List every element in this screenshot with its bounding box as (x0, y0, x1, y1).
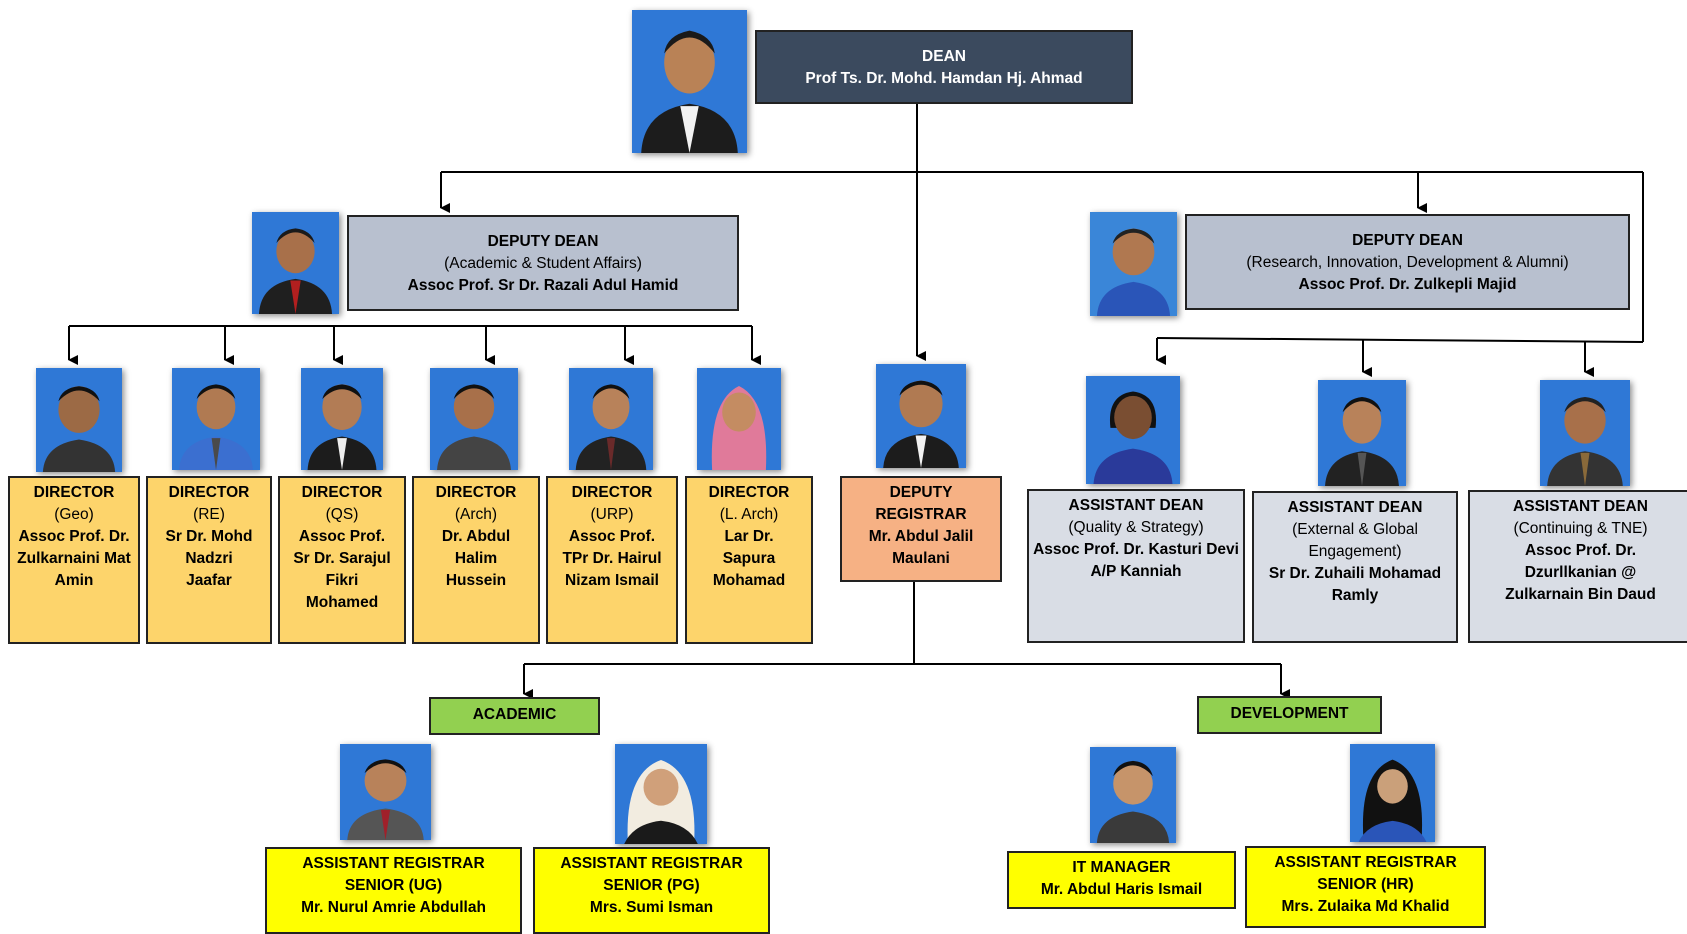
director-qs-photo (301, 368, 383, 470)
staff-ug-box: ASSISTANT REGISTRAR SENIOR (UG) Mr. Nuru… (265, 847, 522, 934)
deputy-dean-research-portfolio: (Research, Innovation, Development & Alu… (1246, 254, 1569, 271)
staff-name: Mrs. Zulaika Md Khalid (1281, 898, 1450, 915)
director-name: Dr. Abdul Halim Hussein (441, 528, 511, 589)
deputy-dean-academic-portfolio: (Academic & Student Affairs) (444, 255, 642, 272)
staff-title: ASSISTANT REGISTRAR SENIOR (PG) (560, 855, 743, 894)
director-name: Sr Dr. Mohd Nadzri Jaafar (165, 528, 253, 589)
assistant-dean-title: ASSISTANT DEAN (1287, 499, 1423, 516)
director-department: (L. Arch) (719, 506, 779, 523)
deputy-dean-research-box: DEPUTY DEAN (Research, Innovation, Devel… (1185, 214, 1630, 310)
staff-name: Mrs. Sumi Isman (589, 899, 714, 916)
staff-hr-box: ASSISTANT REGISTRAR SENIOR (HR) Mrs. Zul… (1245, 846, 1486, 928)
deputy-registrar-name: Mr. Abdul Jalil Maulani (868, 528, 974, 567)
staff-pg-photo (615, 744, 707, 844)
deputy-dean-academic-title: DEPUTY DEAN (487, 233, 599, 250)
director-title: DIRECTOR (33, 484, 115, 501)
director-department: (RE) (193, 506, 225, 523)
director-geo-box: DIRECTOR (Geo) Assoc Prof. Dr. Zulkarnai… (8, 476, 140, 644)
dean-name: Prof Ts. Dr. Mohd. Hamdan Hj. Ahmad (805, 70, 1083, 87)
section-academic: ACADEMIC (429, 697, 600, 735)
staff-ug-photo (340, 744, 431, 840)
deputy-registrar-photo (876, 364, 966, 468)
deputy-registrar-title: DEPUTY REGISTRAR (875, 484, 967, 523)
deputy-registrar-box: DEPUTY REGISTRAR Mr. Abdul Jalil Maulani (840, 476, 1002, 582)
director-department: (QS) (325, 506, 359, 523)
assistant-dean-quality-photo (1086, 376, 1180, 484)
director-name: Assoc Prof. TPr Dr. Hairul Nizam Ismail (562, 528, 662, 589)
assistant-dean-title: ASSISTANT DEAN (1068, 497, 1204, 514)
director-larch-box: DIRECTOR (L. Arch) Lar Dr. Sapura Mohama… (685, 476, 813, 644)
assistant-dean-continuing-photo (1540, 380, 1630, 486)
assistant-dean-title: ASSISTANT DEAN (1513, 498, 1648, 515)
staff-pg-box: ASSISTANT REGISTRAR SENIOR (PG) Mrs. Sum… (533, 847, 770, 934)
staff-name: Mr. Abdul Haris Ismail (1040, 881, 1203, 898)
director-arch-box: DIRECTOR (Arch) Dr. Abdul Halim Hussein (412, 476, 540, 644)
director-department: (URP) (590, 506, 634, 523)
section-development: DEVELOPMENT (1197, 696, 1382, 734)
staff-title: ASSISTANT REGISTRAR SENIOR (HR) (1274, 854, 1457, 893)
deputy-dean-academic-box: DEPUTY DEAN (Academic & Student Affairs)… (347, 215, 739, 311)
deputy-dean-academic-name: Assoc Prof. Sr Dr. Razali Adul Hamid (407, 277, 679, 294)
director-department: (Arch) (454, 506, 498, 523)
staff-it-photo (1090, 747, 1176, 843)
director-name: Lar Dr. Sapura Mohamad (712, 528, 786, 589)
deputy-dean-academic-photo (252, 212, 339, 314)
assistant-dean-external-box: ASSISTANT DEAN (External & Global Engage… (1252, 491, 1458, 643)
director-title: DIRECTOR (571, 484, 653, 501)
staff-hr-photo (1350, 744, 1435, 842)
assistant-dean-external-photo (1318, 380, 1406, 486)
assistant-dean-portfolio: (Quality & Strategy) (1068, 519, 1204, 536)
staff-it-box: IT MANAGER Mr. Abdul Haris Ismail (1007, 851, 1236, 909)
director-geo-photo (36, 368, 122, 472)
director-re-photo (172, 368, 260, 470)
deputy-dean-research-title: DEPUTY DEAN (1352, 232, 1463, 249)
dean-photo (632, 10, 747, 153)
director-qs-box: DIRECTOR (QS) Assoc Prof. Sr Dr. Sarajul… (278, 476, 406, 644)
deputy-dean-research-name: Assoc Prof. Dr. Zulkepli Majid (1298, 276, 1517, 293)
assistant-dean-name: Sr Dr. Zuhaili Mohamad Ramly (1268, 565, 1442, 604)
assistant-dean-continuing-box: ASSISTANT DEAN (Continuing & TNE) Assoc … (1468, 490, 1687, 643)
assistant-dean-portfolio: (Continuing & TNE) (1513, 520, 1648, 537)
staff-title: IT MANAGER (1072, 859, 1171, 876)
assistant-dean-portfolio: (External & Global Engagement) (1292, 521, 1418, 560)
director-arch-photo (430, 368, 518, 470)
director-larch-photo (697, 368, 781, 470)
director-re-box: DIRECTOR (RE) Sr Dr. Mohd Nadzri Jaafar (146, 476, 272, 644)
director-title: DIRECTOR (168, 484, 250, 501)
dean-box: DEAN Prof Ts. Dr. Mohd. Hamdan Hj. Ahmad (755, 30, 1133, 104)
dean-title: DEAN (922, 48, 966, 65)
director-name: Assoc Prof. Dr. Zulkarnaini Mat Amin (17, 528, 131, 589)
director-title: DIRECTOR (435, 484, 517, 501)
director-title: DIRECTOR (708, 484, 790, 501)
assistant-dean-quality-box: ASSISTANT DEAN (Quality & Strategy) Asso… (1027, 489, 1245, 643)
director-department: (Geo) (54, 506, 94, 523)
assistant-dean-name: Assoc Prof. Dr. Dzurllkanian @ Zulkarnai… (1505, 542, 1656, 603)
deputy-dean-research-photo (1090, 212, 1177, 316)
assistant-dean-name: Assoc Prof. Dr. Kasturi Devi A/P Kanniah (1033, 541, 1239, 580)
staff-name: Mr. Nurul Amrie Abdullah (301, 899, 486, 916)
director-title: DIRECTOR (301, 484, 383, 501)
director-urp-photo (569, 368, 653, 470)
director-name: Assoc Prof. Sr Dr. Sarajul Fikri Mohamed (293, 528, 391, 611)
staff-title: ASSISTANT REGISTRAR SENIOR (UG) (302, 855, 485, 894)
director-urp-box: DIRECTOR (URP) Assoc Prof. TPr Dr. Hairu… (546, 476, 678, 644)
